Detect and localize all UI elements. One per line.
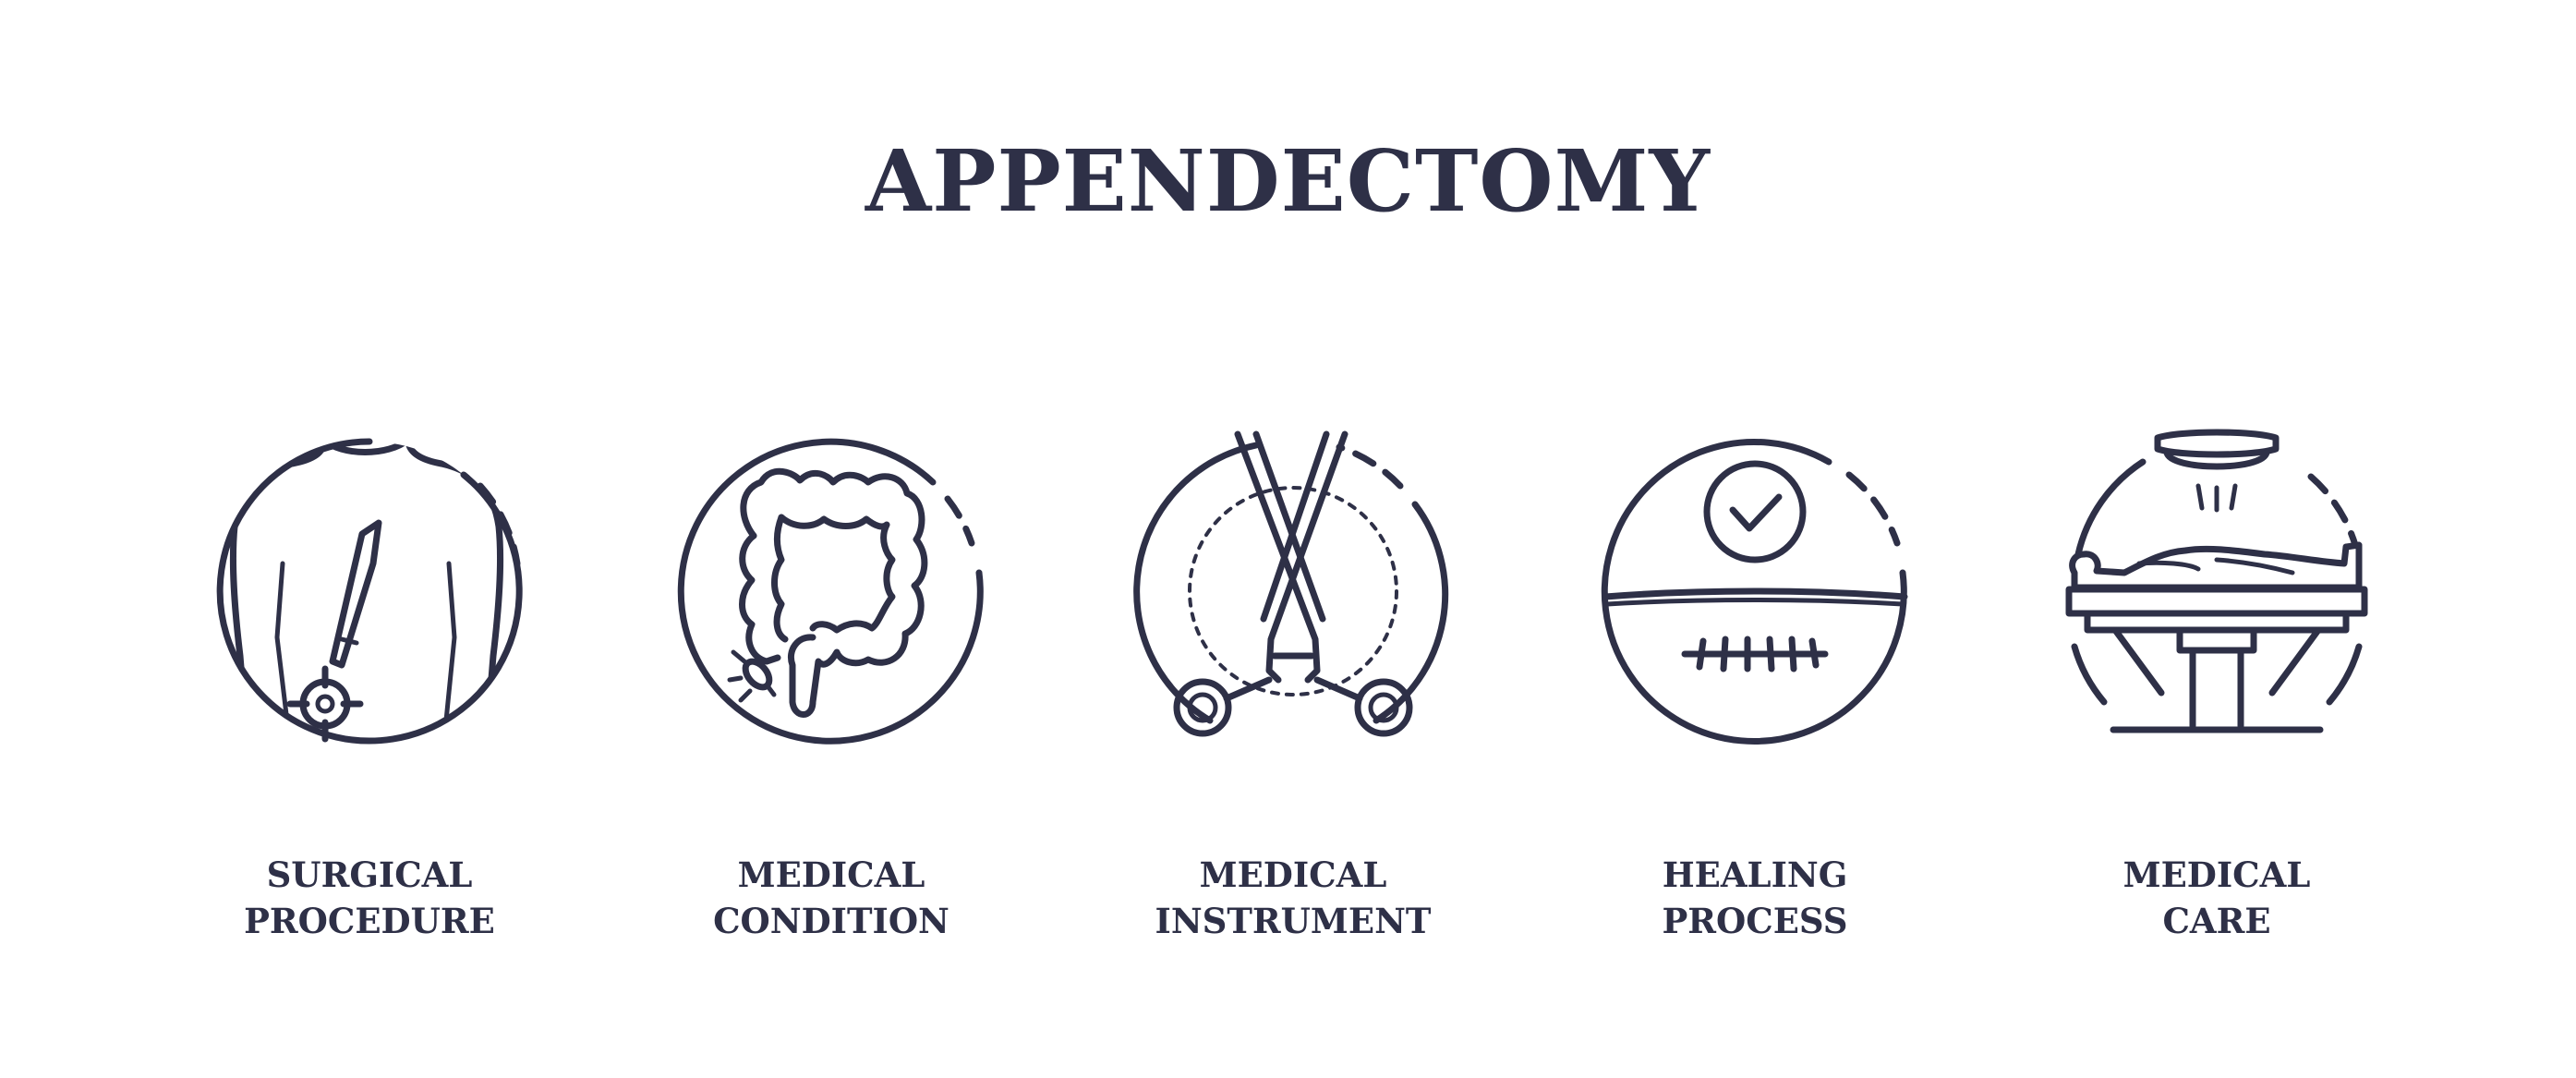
icon-label: MEDICAL CONDITION [628,852,1034,944]
label-line: SURGICAL [266,854,473,895]
icon-label: MEDICAL CARE [2014,852,2420,944]
label-line: CARE [2162,901,2271,941]
icon-card-surgical-procedure: SURGICAL PROCEDURE [203,425,536,961]
label-line: CONDITION [713,901,949,941]
intestine-icon [677,438,984,745]
label-line: PROCEDURE [244,901,495,941]
icon-card-medical-condition: MEDICAL CONDITION [665,425,998,961]
healed-stitches-icon [1601,438,1908,745]
torso-incision-icon [216,438,523,745]
label-line: INSTRUMENT [1155,901,1432,941]
page-title: APPENDECTOMY [865,131,1711,231]
icon-label: HEALING PROCESS [1552,852,1958,944]
icon-label: MEDICAL INSTRUMENT [1090,852,1496,944]
operating-table-icon [2065,429,2368,733]
label-line: MEDICAL [1199,854,1387,895]
icon-card-healing-process: HEALING PROCESS [1589,425,1921,961]
icon-label: SURGICAL PROCEDURE [166,852,573,944]
icon-card-medical-instrument: MEDICAL INSTRUMENT [1127,425,1459,961]
label-line: MEDICAL [737,854,925,895]
icon-card-medical-care: MEDICAL CARE [2050,425,2383,961]
surgical-scissors-icon [1133,430,1449,737]
label-line: MEDICAL [2122,854,2311,895]
label-line: HEALING [1662,854,1848,895]
label-line: PROCESS [1662,901,1848,941]
